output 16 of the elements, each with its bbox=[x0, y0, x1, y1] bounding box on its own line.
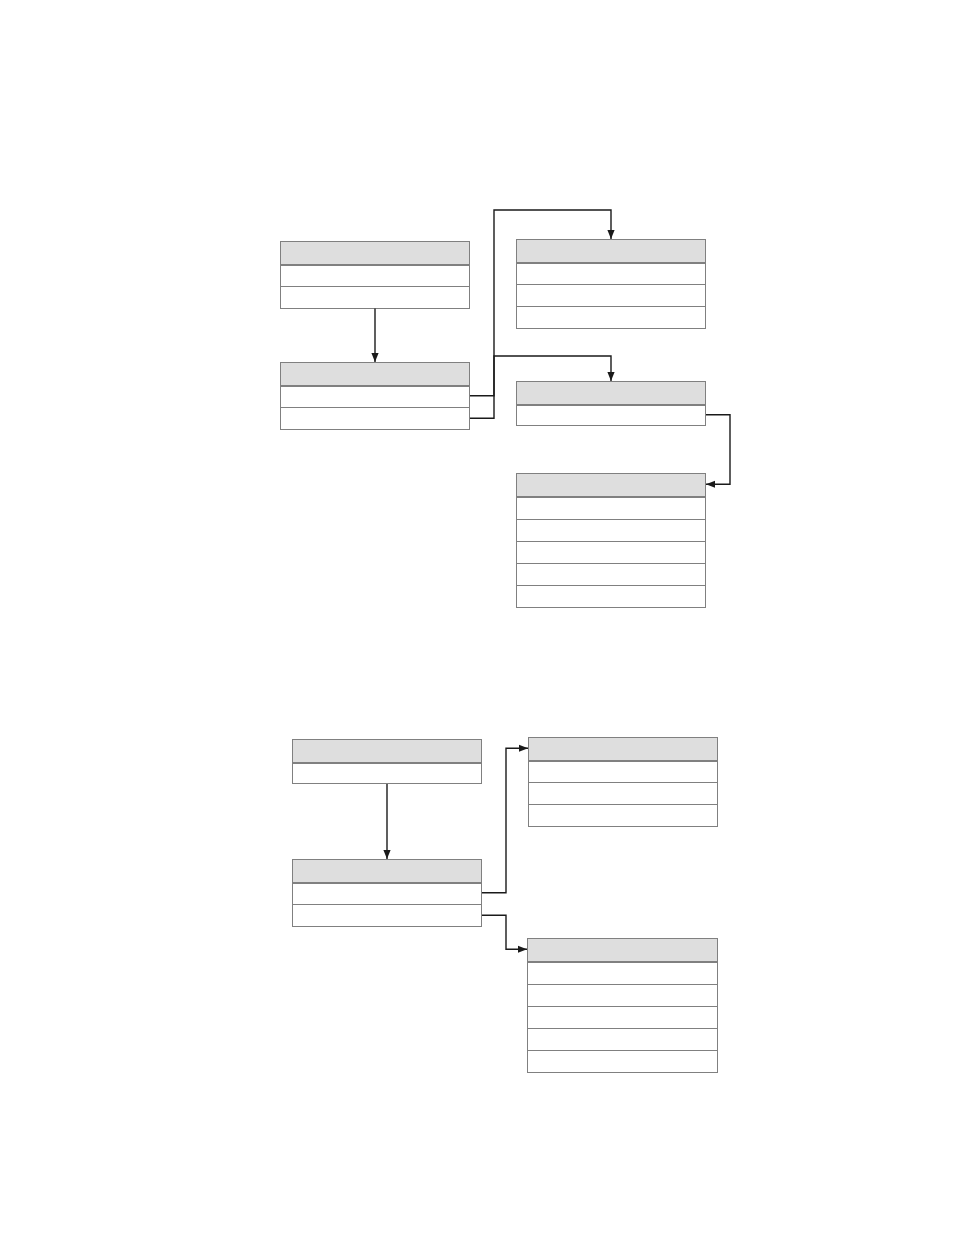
arrow bbox=[469, 209, 615, 397]
arrow bbox=[371, 307, 379, 363]
arrow bbox=[469, 355, 615, 419]
entity-table bbox=[292, 739, 482, 784]
entity-table bbox=[516, 239, 706, 329]
arrow bbox=[705, 414, 731, 488]
entity-table bbox=[516, 473, 706, 608]
entity-table bbox=[527, 938, 718, 1073]
entity-table bbox=[528, 737, 718, 827]
arrow bbox=[481, 914, 528, 953]
entity-table bbox=[280, 241, 470, 309]
entity-table bbox=[280, 362, 470, 430]
entity-table bbox=[292, 859, 482, 927]
arrow bbox=[481, 744, 529, 894]
entity-table bbox=[516, 381, 706, 426]
arrow bbox=[383, 783, 391, 860]
